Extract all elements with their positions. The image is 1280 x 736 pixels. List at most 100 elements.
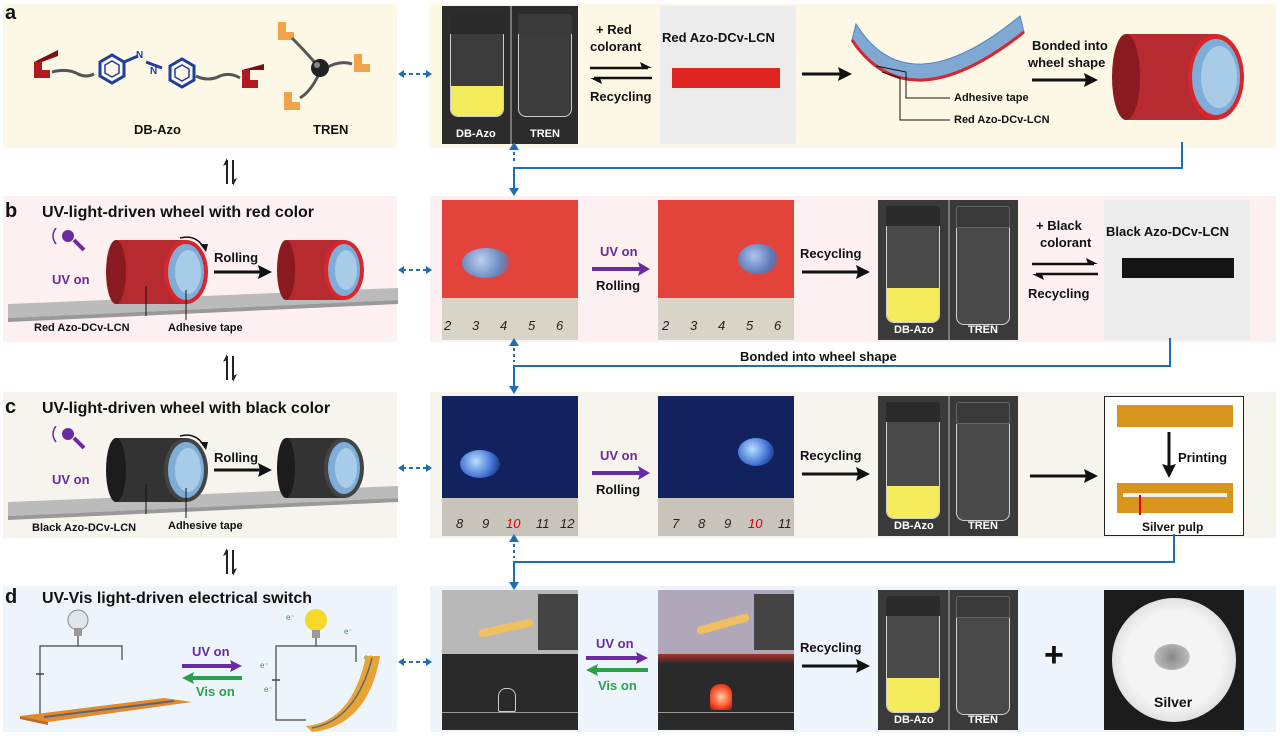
ruler-b2-1: 3 <box>690 318 698 333</box>
panel-b-title: UV-light-driven wheel with red color <box>42 204 315 221</box>
arrow-right-c2 <box>1030 469 1098 483</box>
row-d-uv-on: UV on <box>596 636 634 651</box>
callout-lines-a <box>875 65 950 121</box>
uv-vis-arrows-row-d <box>586 652 648 676</box>
vial-d-left-label: DB-Azo <box>894 714 934 726</box>
ruler-c2-1: 8 <box>698 516 706 531</box>
panel-b-letter: b <box>5 200 18 222</box>
row-c-recycling: Recycling <box>800 448 862 463</box>
vial-photo-d: DB-Azo TREN <box>878 590 1018 730</box>
ruler-b1-1: 3 <box>472 318 480 333</box>
silver-label: Silver <box>1154 694 1193 710</box>
vial-b-left-label: DB-Azo <box>894 324 934 336</box>
panel-b-diagram <box>8 228 398 322</box>
ruler-c1-4: 12 <box>560 516 575 531</box>
panel-c-diagram <box>8 426 398 520</box>
blue-connector-a-to-b <box>509 142 1183 196</box>
reversible-arrow-b <box>1032 258 1098 280</box>
svg-text:N: N <box>150 66 157 77</box>
panel-c-film-label: Black Azo-DCv-LCN <box>32 522 137 534</box>
panel-c-tape-label: Adhesive tape <box>168 520 243 532</box>
arrow-right-d <box>802 659 870 673</box>
row-d-vis-on: Vis on <box>598 678 637 693</box>
red-wheel-a <box>1112 34 1244 120</box>
ruler-c1-1: 9 <box>482 516 490 531</box>
ruler-c2-0: 7 <box>672 516 680 531</box>
add-black-text: + Black <box>1036 218 1082 233</box>
black-film-title: Black Azo-DCv-LCN <box>1106 224 1230 239</box>
add-red-text: + Red <box>596 22 632 37</box>
connector-b <box>398 266 432 274</box>
red-film-strip <box>672 68 780 88</box>
panel-d-bg <box>3 586 397 732</box>
black-film-strip <box>1122 258 1234 278</box>
bonded-text-line1: Bonded into <box>1032 38 1108 53</box>
row-d-recycling: Recycling <box>800 640 862 655</box>
panel-b-film-label: Red Azo-DCv-LCN <box>34 322 130 334</box>
vial-b-right-label: TREN <box>968 324 998 336</box>
panel-c-rolling: Rolling <box>214 450 259 465</box>
svg-text:e⁻: e⁻ <box>264 685 273 694</box>
silver-photo: Silver <box>1104 590 1244 730</box>
red-film-title: Red Azo-DCv-LCN <box>662 30 775 45</box>
equilibrium-arrow-cd <box>223 548 237 576</box>
colorant-text-a: colorant <box>590 39 642 54</box>
plus-sign: + <box>1044 636 1064 674</box>
svg-text:e⁻: e⁻ <box>260 661 269 670</box>
printing-text: Printing <box>1178 450 1228 465</box>
equilibrium-arrow-ab <box>223 158 237 186</box>
printing-arrow <box>1162 432 1176 478</box>
panel-a-bg <box>3 4 397 148</box>
vial-a-left-label: DB-Azo <box>456 128 496 140</box>
arrow-right-a1 <box>802 67 852 81</box>
svg-text:e⁻: e⁻ <box>344 627 353 636</box>
ruler-b2-3: 5 <box>746 318 754 333</box>
recycling2-text-b: Recycling <box>1028 286 1090 301</box>
vial-photo-c: DB-Azo TREN <box>878 396 1018 536</box>
switch-photo-on <box>658 590 794 730</box>
red-wheel-photo-before: 2 3 4 5 6 <box>442 200 578 340</box>
connector-d <box>398 658 432 666</box>
tren-label: TREN <box>313 122 349 137</box>
connector-a <box>398 70 432 78</box>
ruler-c1-2: 10 <box>506 516 521 531</box>
connector-c <box>398 464 432 472</box>
blue-connector-c-to-d <box>509 534 1175 590</box>
row-b-recycling: Recycling <box>800 246 862 261</box>
ruler-c2-4: 11 <box>778 516 792 531</box>
ruler-c2-3: 10 <box>748 516 763 531</box>
ruler-b1-3: 5 <box>528 318 536 333</box>
vial-c-left-label: DB-Azo <box>894 520 934 532</box>
ruler-b2-0: 2 <box>662 318 670 333</box>
panel-d-uv-on: UV on <box>192 644 230 659</box>
bonded-text-line2: wheel shape <box>1028 55 1106 70</box>
panel-d-title: UV-Vis light-driven electrical switch <box>42 590 313 607</box>
db-azo-label: DB-Azo <box>134 122 181 137</box>
curved-film-diagram <box>850 15 1025 82</box>
arrow-right-a2 <box>1032 73 1098 87</box>
vial-d-right-label: TREN <box>968 714 998 726</box>
row-b-uv-on: UV on <box>600 244 638 259</box>
arrow-right-b <box>802 265 870 279</box>
panel-c-letter: c <box>5 396 17 418</box>
vial-photo-b: DB-Azo TREN <box>878 200 1018 340</box>
bonded-text-b: Bonded into wheel shape <box>740 349 897 364</box>
panel-b-rolling: Rolling <box>214 250 259 265</box>
equilibrium-arrow-bc <box>223 354 237 382</box>
red-film-callout-a: Red Azo-DCv-LCN <box>954 114 1050 126</box>
ruler-b1-2: 4 <box>500 318 508 333</box>
db-azo-molecule: N N <box>34 50 264 89</box>
panel-d-letter: d <box>5 586 18 608</box>
circuit-off-diagram <box>20 609 192 725</box>
uv-vis-arrows-panel-d <box>182 660 242 684</box>
printing-box <box>1104 396 1244 536</box>
tren-molecule <box>278 22 370 110</box>
adhesive-tape-callout-a: Adhesive tape <box>954 92 1029 104</box>
ruler-c2-2: 9 <box>724 516 732 531</box>
panel-a-letter: a <box>5 2 17 24</box>
reversible-arrow-a <box>590 62 652 84</box>
ruler-c1-3: 11 <box>536 516 550 531</box>
vial-photo-a: DB-Azo TREN <box>442 6 578 144</box>
svg-text:e⁻: e⁻ <box>286 613 295 622</box>
black-wheel-photo-before: 8 9 10 11 12 <box>442 396 578 536</box>
